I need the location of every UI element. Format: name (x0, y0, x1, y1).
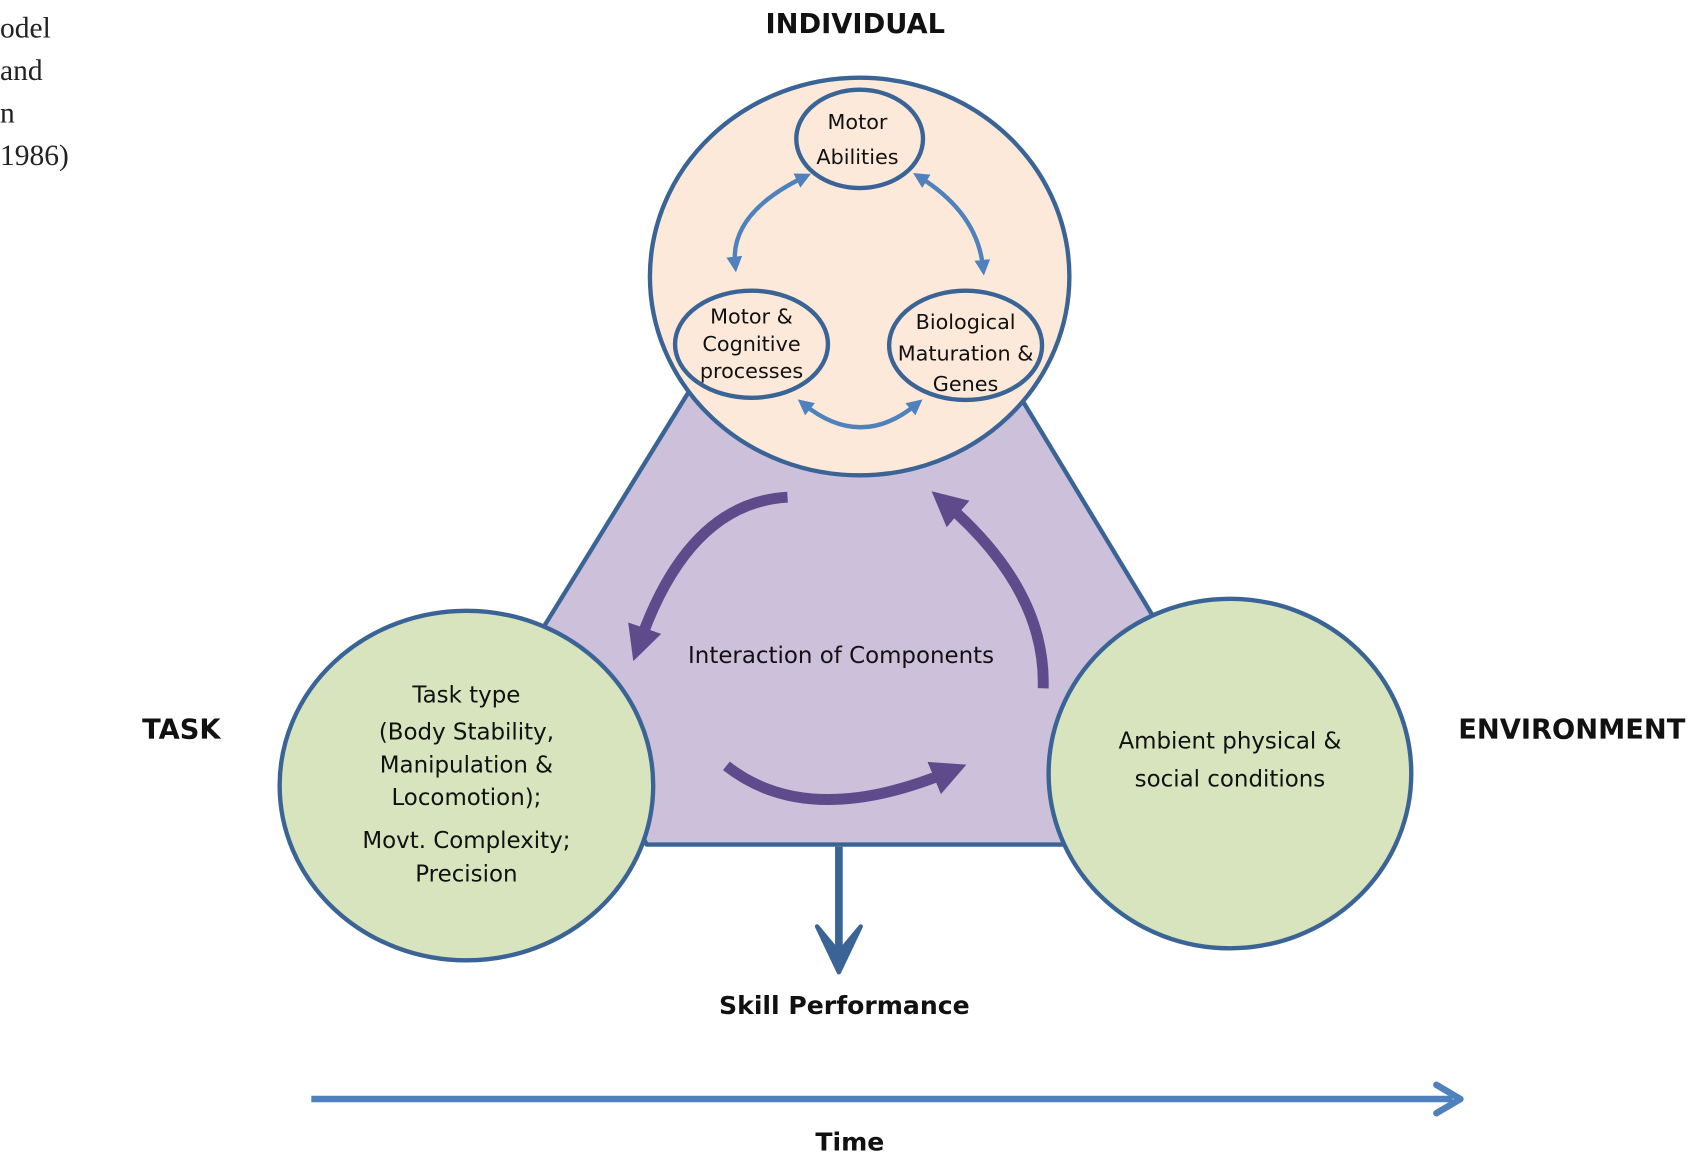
biological-line: Maturation & (898, 342, 1034, 366)
individual-header: INDIVIDUAL (765, 9, 945, 40)
caption-fragment: odel and n 1986) (0, 12, 69, 172)
task-text: Task type (Body Stability, Manipulation … (362, 683, 570, 888)
environment-header: ENVIRONMENT (1458, 715, 1685, 746)
motor-abilities-ellipse (794, 87, 926, 191)
task-line: Task type (411, 683, 520, 709)
task-line: Manipulation & (380, 752, 553, 778)
caption-line: n (0, 98, 15, 130)
skill-performance-arrow (814, 846, 863, 975)
double-arrow-icon (797, 399, 923, 430)
environment-line: Ambient physical & (1118, 728, 1341, 754)
motor-abilities-line: Abilities (816, 145, 898, 169)
task-line: (Body Stability, (379, 720, 554, 746)
motor-cognitive-line: processes (700, 359, 803, 383)
double-arrow-icon (726, 173, 812, 273)
time-label: Time (815, 1127, 884, 1156)
cycle-arrow-icon (723, 761, 967, 805)
double-arrow-icon (913, 172, 991, 276)
skill-performance-label: Skill Performance (719, 991, 970, 1020)
biological-line: Genes (933, 372, 999, 396)
caption-line: odel (0, 12, 51, 44)
biological-ellipse (886, 288, 1045, 403)
task-line: Movt. Complexity; (362, 828, 570, 854)
environment-circle (1046, 596, 1414, 951)
cycle-arrow-icon (628, 491, 788, 662)
time-arrow (311, 1081, 1464, 1117)
motor-cognitive-ellipse (672, 288, 831, 400)
caption-line: and (0, 55, 43, 87)
cycle-arrow-icon (931, 491, 1049, 689)
environment-line: social conditions (1135, 767, 1326, 793)
interaction-label: Interaction of Components (688, 643, 994, 669)
task-line: Precision (415, 862, 517, 888)
motor-abilities-line: Motor (827, 110, 887, 134)
motor-cognitive-line: Cognitive (702, 332, 800, 356)
motor-cognitive-line: Motor & (710, 304, 793, 328)
task-line: Locomotion); (391, 785, 541, 811)
task-header: TASK (142, 715, 221, 746)
biological-line: Biological (916, 310, 1016, 334)
caption-line: 1986) (0, 140, 69, 172)
task-circle (277, 608, 656, 963)
